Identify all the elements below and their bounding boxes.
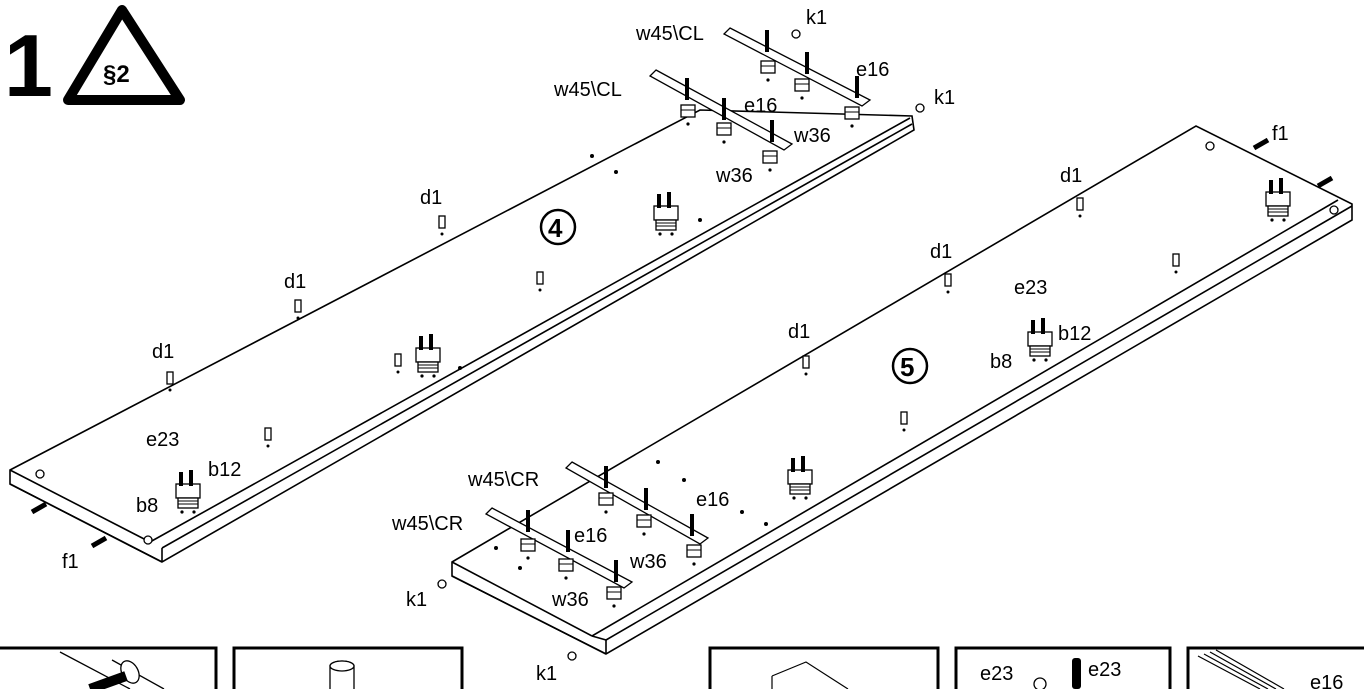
label-w36-left: w36 [715,165,753,187]
label-b12-right: b12 [1058,323,1091,345]
label-f1-left: f1 [62,551,79,573]
warning-triangle-icon: §2 [63,5,185,105]
label-k1-bottom: k1 [536,663,557,685]
label-w45-cr-mid: w45\CR [391,513,463,535]
step-number: 1 [4,16,53,115]
label-k1-lower-left: k1 [406,589,427,611]
label-d1-a: d1 [420,187,442,209]
label-k1-right: k1 [934,87,955,109]
label-w45-cl-mid: w45\CL [553,79,622,101]
detail-screw-label-b: e23 [1088,659,1121,681]
panel-5-number: 5 [900,352,914,382]
detail-screws-box: e23 e23 [954,646,1172,689]
detail-screw-label-a: e23 [980,663,1013,685]
label-w45-cl-top: w45\CL [635,23,704,45]
label-d1-e: d1 [930,241,952,263]
panel-5-number-badge: 5 [891,347,929,385]
label-w36-right: w36 [793,125,831,147]
panel-4-number-badge: 4 [539,208,577,246]
rail-w45-cr-lower [484,507,634,609]
panel-4: 4 [9,27,925,563]
label-d1-c: d1 [152,341,174,363]
label-e23-right: e23 [1014,277,1047,299]
label-w45-cr-top: w45\CR [467,469,539,491]
detail-dowel-box [232,646,464,689]
label-d1-f: d1 [788,321,810,343]
label-d1-b: d1 [284,271,306,293]
rail-w45-cr-upper [564,461,710,567]
panel-4-number: 4 [548,213,563,243]
label-e16-top: e16 [856,59,889,81]
label-e16-mid: e16 [744,95,777,117]
label-b8-left: b8 [136,495,158,517]
label-e16-lower-mid: e16 [574,525,607,547]
label-b8-right: b8 [990,351,1012,373]
label-e23-left: e23 [146,429,179,451]
detail-drill-box [0,646,218,689]
detail-rail-label: e16 [1310,672,1343,689]
panel-5: 5 [437,125,1353,661]
label-w36-lower-left: w36 [551,589,589,611]
label-e16-lower-right: e16 [696,489,729,511]
label-f1-right: f1 [1272,123,1289,145]
label-k1-top: k1 [806,7,827,29]
rail-w45-cl-lower [648,69,794,173]
warning-label: §2 [103,61,130,88]
detail-rail-box: e16 [1186,646,1364,689]
detail-edge-box [708,646,940,689]
callout-labels: w45\CL k1 w45\CL e16 k1 e16 w36 w36 d1 d… [62,7,1289,685]
label-w36-lower-right: w36 [629,551,667,573]
step-header: 1 §2 [4,5,185,115]
label-d1-d: d1 [1060,165,1082,187]
label-b12-left: b12 [208,459,241,481]
rail-w45-cl-upper [722,27,872,129]
